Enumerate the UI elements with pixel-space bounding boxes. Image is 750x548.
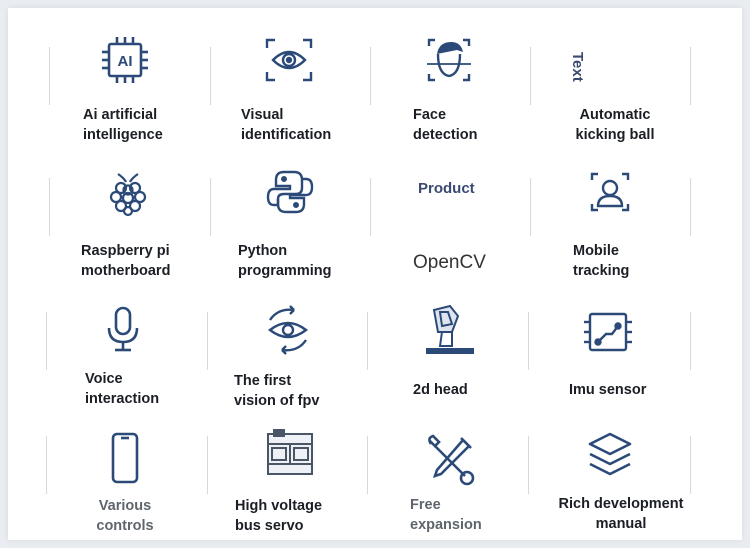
text-icon: Text (569, 52, 586, 82)
divider (690, 47, 691, 105)
feature-label: Free expansion (410, 497, 482, 533)
feature-label: Raspberry pi motherboard (81, 243, 171, 279)
feature-label: High voltage bus servo (235, 498, 323, 534)
feature-label: Mobile tracking (573, 243, 630, 279)
divider (46, 312, 47, 370)
robot-head-icon (418, 302, 482, 358)
feature-label: OpenCV (413, 252, 486, 273)
rotate-eye-icon (260, 302, 316, 358)
feature-label: 2d head (413, 382, 468, 398)
divider (207, 436, 208, 494)
eye-scan-icon (261, 32, 317, 88)
feature-label: Face detection (413, 107, 478, 143)
divider (528, 312, 529, 370)
divider (530, 47, 531, 105)
divider (367, 312, 368, 370)
feature-label: Voice interaction (85, 371, 160, 407)
feature-label: Visual identification (241, 107, 332, 143)
python-icon (262, 164, 318, 220)
divider (46, 436, 47, 494)
divider (370, 178, 371, 236)
raspberry-icon (100, 164, 156, 220)
person-scan-icon (582, 164, 638, 220)
feature-label: Automatic kicking ball (575, 107, 655, 143)
divider (367, 436, 368, 494)
divider (207, 312, 208, 370)
divider (690, 436, 691, 494)
divider (370, 47, 371, 105)
product-text-icon: Product (418, 180, 475, 197)
divider (690, 178, 691, 236)
feature-label: Ai artificial intelligence (83, 107, 163, 143)
divider (528, 436, 529, 494)
tools-icon (421, 432, 477, 488)
feature-label: Various controls (96, 498, 154, 534)
phone-icon (97, 430, 153, 486)
svg-text:AI: AI (118, 53, 133, 70)
face-scan-icon (421, 32, 477, 88)
ai-chip-icon: AI (97, 32, 153, 88)
servo-icon (262, 426, 318, 482)
microphone-icon (95, 302, 151, 358)
divider (210, 178, 211, 236)
feature-label: Python programming (238, 243, 332, 279)
feature-panel (8, 8, 742, 540)
divider (210, 47, 211, 105)
feature-label: Imu sensor (569, 382, 647, 398)
divider (49, 178, 50, 236)
layers-icon (582, 426, 638, 482)
divider (530, 178, 531, 236)
divider (690, 312, 691, 370)
divider (49, 47, 50, 105)
feature-label: The first vision of fpv (234, 373, 320, 409)
feature-label: Rich development manual (558, 496, 684, 532)
circuit-board-icon (580, 304, 636, 360)
